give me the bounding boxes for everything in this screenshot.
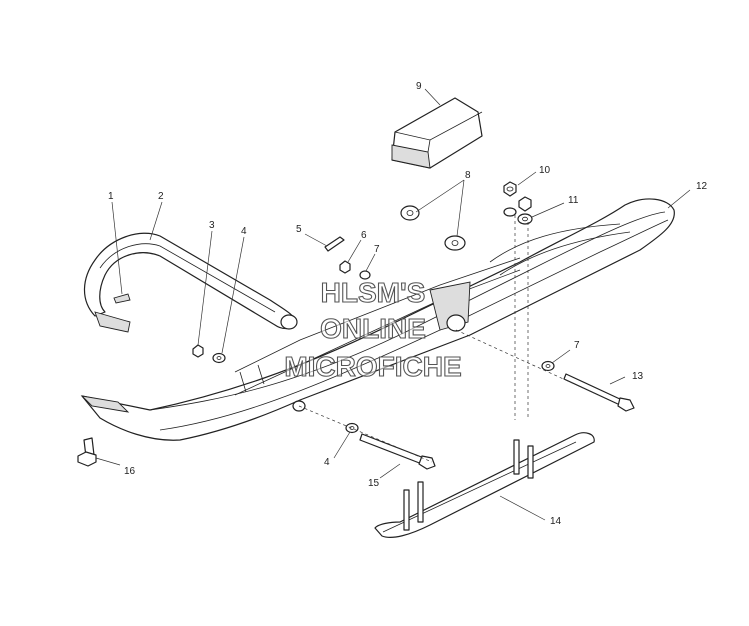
assembly-guides	[298, 215, 606, 463]
part-16-bolt	[77, 437, 97, 467]
part-15-bolt	[359, 433, 436, 470]
callout-16: 16	[124, 466, 136, 477]
callout-14: 14	[550, 516, 562, 527]
callout-6: 6	[361, 230, 367, 241]
part-14-wear-bar	[374, 432, 595, 538]
part-12-ski-body	[80, 198, 675, 441]
part-1-rivet	[113, 293, 131, 304]
leader-lines	[95, 88, 691, 521]
watermark: HLSM'S ONLINE MICROFICHE	[284, 276, 462, 382]
watermark-line-1: HLSM'S	[321, 277, 426, 308]
part-13-bolt	[563, 373, 635, 412]
callout-2: 2	[158, 191, 164, 202]
callout-7: 7	[374, 244, 380, 255]
part-11-washer	[503, 207, 533, 225]
callout-12: 12	[696, 181, 708, 192]
part-7-washer-upper	[359, 270, 371, 280]
callout-3: 3	[209, 220, 215, 231]
part-10-nut	[503, 181, 532, 212]
part-6-nut	[339, 260, 351, 274]
callout-13: 13	[632, 371, 644, 382]
callout-15: 15	[368, 478, 380, 489]
callout-8: 8	[465, 170, 471, 181]
part-7-washer-lower	[541, 360, 555, 372]
callout-9: 9	[416, 81, 422, 92]
part-5-cotter-pin	[324, 236, 345, 252]
callout-4-lower: 4	[324, 457, 330, 468]
callout-10: 10	[539, 165, 551, 176]
part-8-washers	[400, 205, 466, 251]
part-4-washer-lower	[345, 422, 359, 434]
part-4-washer-upper	[212, 352, 226, 364]
watermark-line-3: MICROFICHE	[284, 351, 461, 382]
callout-4: 4	[241, 226, 247, 237]
callouts: 1 2 3 4 5 6 7 8 9 10 11 12 13 14 15 16 7…	[108, 81, 708, 527]
callout-11: 11	[568, 195, 579, 206]
part-3-nut	[192, 344, 204, 358]
callout-1: 1	[108, 191, 114, 202]
callout-5: 5	[296, 224, 302, 235]
part-9-ski-block	[391, 97, 483, 169]
watermark-line-2: ONLINE	[320, 313, 426, 344]
part-2-ski-loop	[83, 232, 298, 333]
callout-7-lower: 7	[574, 340, 580, 351]
